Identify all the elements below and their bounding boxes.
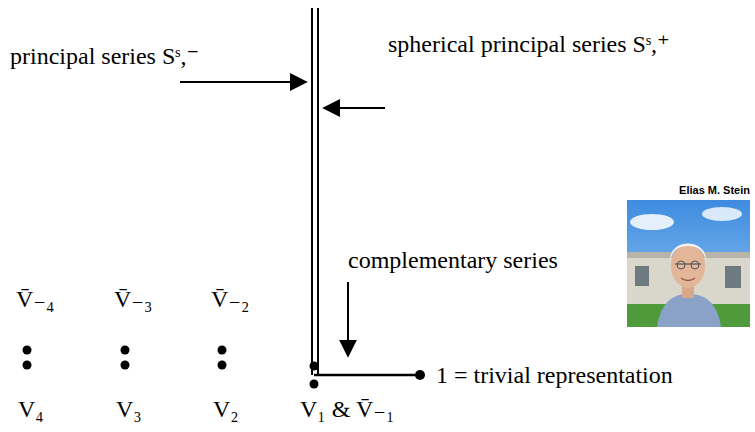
trivial-dot bbox=[415, 370, 425, 380]
representation-label: V̄₋₂ bbox=[211, 285, 249, 314]
discrete-series-dots bbox=[23, 346, 319, 389]
series-label: complementary series bbox=[348, 246, 558, 275]
complementary-segment bbox=[314, 374, 420, 377]
portrait-photo bbox=[627, 200, 750, 327]
series-label: principal series Sˢ,⁻ bbox=[10, 42, 199, 71]
photo-caption: Elias M. Stein bbox=[679, 184, 750, 197]
representation-label: V₃ bbox=[116, 395, 142, 424]
pointer-arrow bbox=[324, 107, 385, 109]
trivial-label: 1 = trivial representation bbox=[436, 361, 673, 390]
representation-label: V₁ & V̄₋₁ bbox=[300, 395, 394, 424]
principal-series-line bbox=[312, 8, 318, 375]
representation-label: V̄₋₃ bbox=[114, 285, 152, 314]
series-label: spherical principal series Sˢ,⁺ bbox=[388, 30, 670, 59]
pointer-arrow bbox=[180, 81, 306, 83]
representation-label: V₄ bbox=[18, 395, 44, 424]
representation-label: V₂ bbox=[213, 395, 239, 424]
pointer-arrow bbox=[347, 282, 349, 356]
representation-label: V̄₋₄ bbox=[16, 285, 54, 314]
